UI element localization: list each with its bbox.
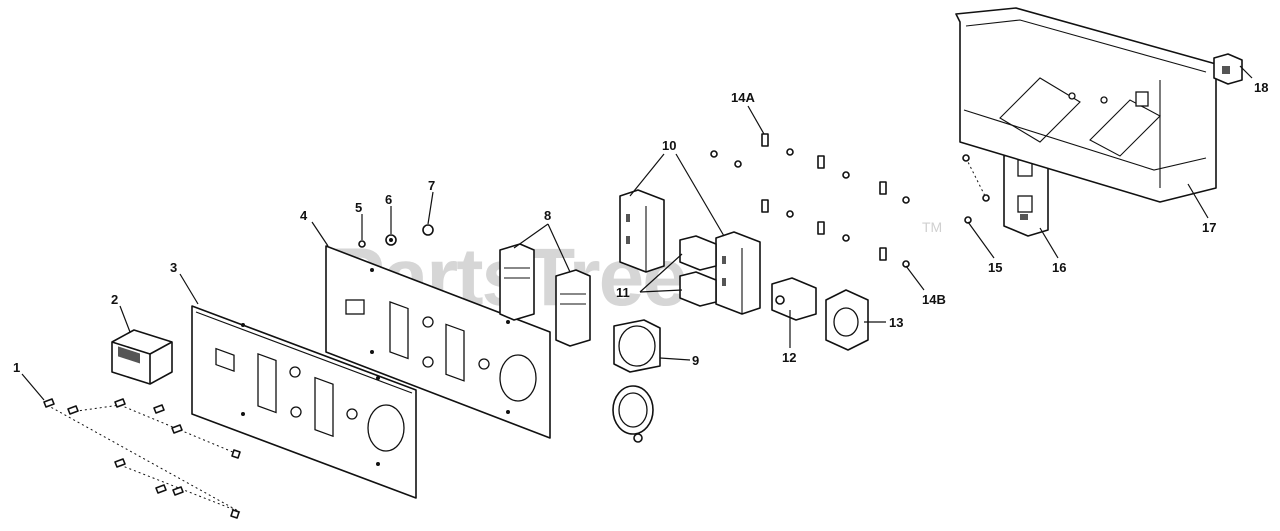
callout-16: 16	[1052, 260, 1066, 275]
callout-2: 2	[111, 292, 118, 307]
part-2-hour-meter	[111, 329, 173, 385]
callout-14b: 14B	[922, 292, 946, 307]
callout-8: 8	[544, 208, 551, 223]
part-6-washer	[385, 234, 397, 246]
callout-7: 7	[428, 178, 435, 193]
callout-3: 3	[170, 260, 177, 275]
part-8-covers	[499, 243, 591, 347]
callout-6: 6	[385, 192, 392, 207]
leader-lines	[21, 65, 1253, 401]
callout-4: 4	[300, 208, 308, 223]
callout-12: 12	[782, 350, 796, 365]
watermark-trademark: TM	[922, 219, 942, 235]
part-13-receptacle	[825, 289, 869, 351]
part-3-front-panel	[191, 305, 417, 499]
part-4-rear-panel	[325, 245, 551, 439]
callout-18: 18	[1254, 80, 1268, 95]
callout-5: 5	[355, 200, 362, 215]
part-11-circuit-breakers	[679, 235, 717, 307]
part-15-screws	[962, 154, 990, 224]
callout-10: 10	[662, 138, 676, 153]
part-9-twist-lock-receptacle	[612, 319, 661, 443]
part-16-switch	[1003, 149, 1049, 237]
part-17-control-box	[955, 7, 1217, 203]
callout-labels: 1 2 3 4 5 6 7 8 9 10 11 12 13 14A 14B 15…	[13, 80, 1268, 375]
part-10-duplex-receptacles	[619, 189, 761, 315]
part-12-breaker	[771, 277, 817, 321]
callout-1: 1	[13, 360, 20, 375]
callout-17: 17	[1202, 220, 1216, 235]
callout-14a: 14A	[731, 90, 755, 105]
callout-11: 11	[616, 285, 630, 300]
part-14-hardware	[710, 133, 910, 268]
callout-15: 15	[988, 260, 1002, 275]
part-18-plug	[1213, 53, 1243, 85]
part-1-screws	[43, 398, 241, 519]
callout-13: 13	[889, 315, 903, 330]
callout-9: 9	[692, 353, 699, 368]
part-7-knob	[422, 224, 434, 236]
part-5-nut	[358, 240, 366, 248]
